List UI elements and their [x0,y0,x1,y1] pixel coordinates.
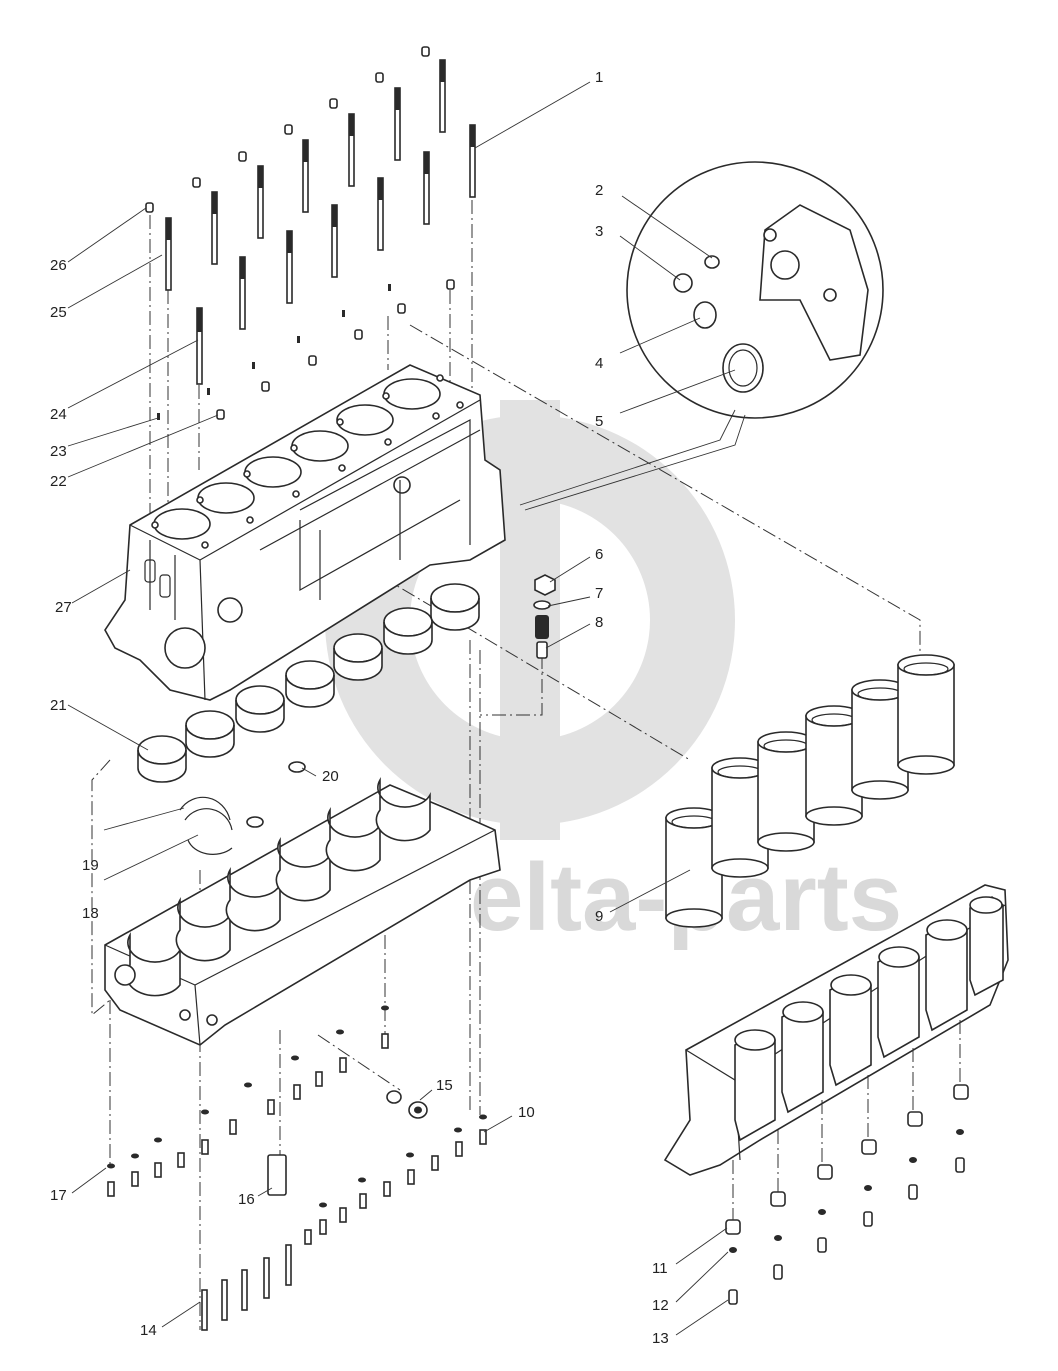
callout-4: 4 [595,355,603,372]
stud [302,139,309,213]
callout-5: 5 [595,413,603,430]
callout-8: 8 [595,614,603,631]
callout-25: 25 [50,304,67,321]
detail-magnifier [519,161,884,511]
head-studs [165,59,476,385]
callout-11: 11 [652,1260,668,1277]
stud [211,191,218,265]
stud [439,59,446,133]
callout-17: 17 [50,1187,67,1204]
stud [239,256,246,330]
assembly-fasteners [725,1020,969,1305]
callout-13: 13 [652,1330,669,1347]
washers [107,1005,487,1208]
upper-crankcase-block [104,364,506,701]
stud [196,307,203,385]
stud [423,151,430,225]
callout-10: 10 [518,1104,535,1121]
stud [331,204,338,278]
callout-19: 19 [82,857,99,874]
callout-16: 16 [238,1191,255,1208]
small-bolts [107,1033,487,1245]
bolt-holes [151,374,464,549]
callout-14: 14 [140,1322,157,1339]
stud [377,177,384,251]
stud [257,165,264,239]
plug-with-seal [386,1090,428,1119]
bearing-cap-bolts [107,1005,487,1331]
callout-1: 1 [595,69,603,86]
callout-15: 15 [436,1077,453,1094]
callout-23: 23 [50,443,67,460]
callouts: 1 2 3 4 5 6 7 8 9 10 11 12 13 14 15 16 1… [50,69,669,1347]
callout-22: 22 [50,473,67,490]
stud [348,113,355,187]
stud [165,217,172,291]
callout-12: 12 [652,1297,669,1314]
callout-2: 2 [595,182,603,199]
stud [394,87,401,161]
callout-6: 6 [595,546,603,563]
cylinder-liners [665,654,955,928]
callout-24: 24 [50,406,67,423]
leader-lines [67,81,736,1336]
callout-9: 9 [595,908,603,925]
stud [286,230,293,304]
stud [469,124,476,198]
relief-valve-parts [533,574,556,659]
main-bearing-shells [137,583,480,783]
lower-crankcase [104,777,501,1046]
crankcase-assembly-view [663,884,1009,1305]
callout-27: 27 [55,599,72,616]
callout-26: 26 [50,257,67,274]
callout-21: 21 [50,697,67,714]
callout-18: 18 [82,905,99,922]
callout-20: 20 [322,768,339,785]
callout-3: 3 [595,223,603,240]
head-nuts [145,46,455,420]
thrust-washers [179,761,306,855]
callout-7: 7 [595,585,603,602]
